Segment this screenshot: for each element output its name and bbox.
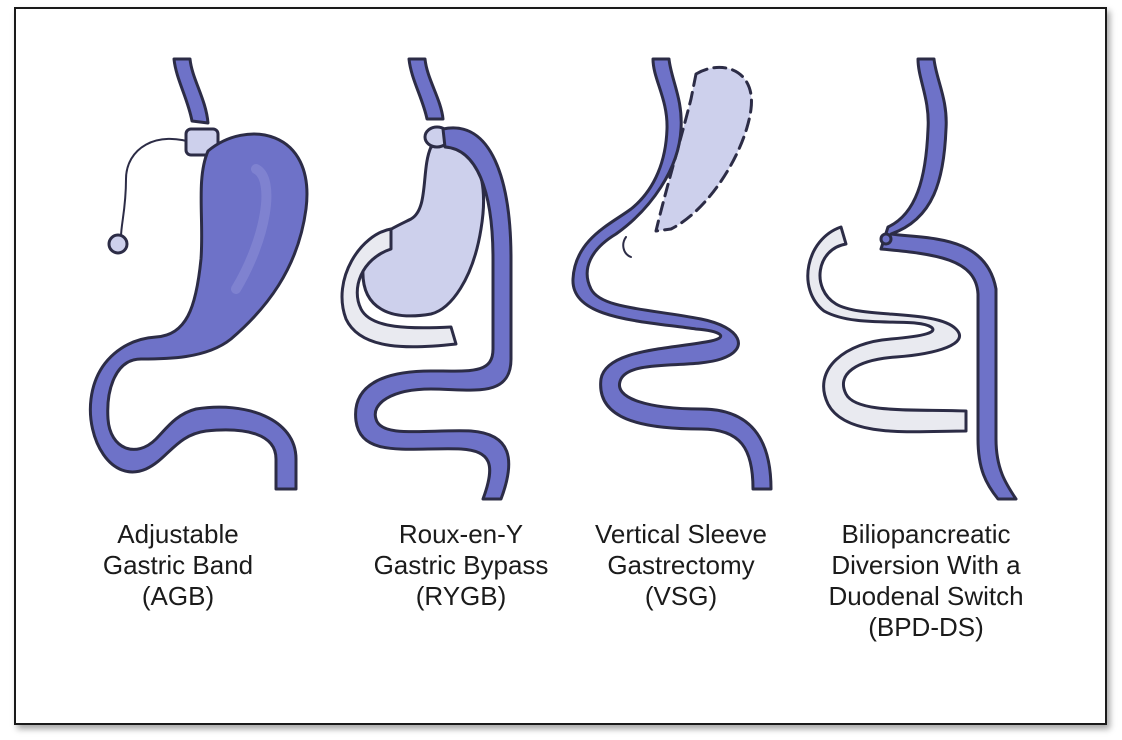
bpd-ds-diagram (816, 59, 1036, 499)
figure-frame: Adjustable Gastric Band (AGB) Roux-en-Y … (14, 7, 1107, 725)
bpd-ds-caption-line-1: Biliopancreatic (796, 519, 1056, 550)
agb-access-port (109, 235, 127, 253)
rygb-esophagus (409, 59, 443, 119)
rygb-diagram (351, 59, 571, 499)
bpd-ds-anastomosis (881, 234, 891, 244)
agb-band-tube (121, 139, 196, 237)
agb-caption: Adjustable Gastric Band (AGB) (48, 519, 308, 612)
vsg-diagram (571, 59, 791, 499)
agb-illustration (96, 59, 316, 499)
vsg-illustration (571, 59, 791, 499)
vsg-caption-line-3: (VSG) (551, 581, 811, 612)
bpd-ds-alimentary-limb (881, 59, 1016, 499)
bpd-ds-caption: Biliopancreatic Diversion With a Duodena… (796, 519, 1056, 643)
vsg-caption-line-2: Gastrectomy (551, 550, 811, 581)
agb-stomach (90, 134, 307, 489)
bpd-ds-caption-line-2: Diversion With a (796, 550, 1056, 581)
vsg-caption: Vertical Sleeve Gastrectomy (VSG) (551, 519, 811, 612)
agb-caption-line-3: (AGB) (48, 581, 308, 612)
agb-esophagus (174, 59, 208, 123)
vsg-staple-line (623, 237, 631, 257)
bpd-ds-caption-line-3: Duodenal Switch (796, 581, 1056, 612)
bpd-ds-caption-line-4: (BPD-DS) (796, 612, 1056, 643)
vsg-caption-line-1: Vertical Sleeve (551, 519, 811, 550)
rygb-illustration (351, 59, 571, 499)
agb-caption-line-2: Gastric Band (48, 550, 308, 581)
bpd-ds-illustration (816, 59, 1036, 499)
agb-caption-line-1: Adjustable (48, 519, 308, 550)
agb-diagram (96, 59, 316, 499)
